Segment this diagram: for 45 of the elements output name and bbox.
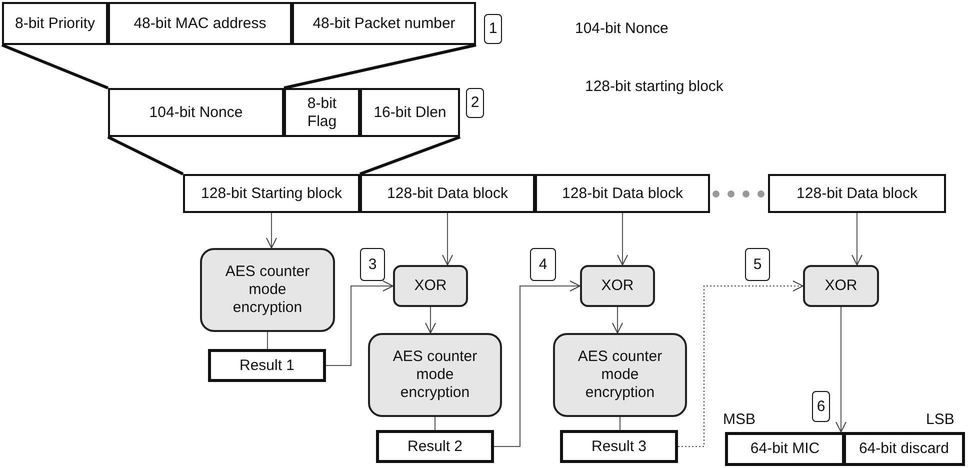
callout-number: 2 <box>466 88 484 118</box>
process-box: AES counter mode encryption <box>553 333 687 417</box>
callout-number: 6 <box>812 391 830 422</box>
arrow <box>617 212 628 266</box>
field-cell: 48-bit MAC address <box>108 2 292 45</box>
field-cell: 8-bit Priority <box>2 2 108 45</box>
arrow <box>836 306 846 432</box>
note-text: LSB <box>926 411 954 428</box>
funnel-line <box>1 44 109 90</box>
block-cell: 128-bit Data block <box>360 174 535 213</box>
operation-box: XOR <box>393 265 468 307</box>
note-text: 128-bit starting block <box>585 78 724 95</box>
funnel-line <box>107 136 184 176</box>
funnel-line <box>359 136 461 176</box>
result-box: Result 3 <box>560 430 678 463</box>
operation-box: XOR <box>580 265 655 307</box>
field-cell: 16-bit Dlen <box>360 88 460 137</box>
arrow <box>494 280 580 447</box>
arrow <box>612 306 623 334</box>
block-cell: 128-bit Data block <box>535 174 710 213</box>
arrow <box>425 306 436 334</box>
arrow <box>678 280 804 447</box>
callout-number: 4 <box>530 248 556 281</box>
process-box: AES counter mode encryption <box>368 333 502 417</box>
operation-box: XOR <box>803 265 879 307</box>
field-cell: 48-bit Packet number <box>292 2 476 45</box>
process-box: AES counter mode encryption <box>200 248 335 332</box>
field-cell: 104-bit Nonce <box>108 88 284 137</box>
field-cell: 64-bit discard <box>843 432 965 466</box>
field-cell: 8-bit Flag <box>284 88 360 137</box>
callout-number: 3 <box>360 248 385 281</box>
note-text: 104-bit Nonce <box>575 20 668 37</box>
note-text: MSB <box>723 411 756 428</box>
arrow <box>266 212 277 248</box>
callout-number: 5 <box>745 248 770 281</box>
block-cell: 128-bit Data block <box>768 174 946 213</box>
callout-number: 1 <box>484 14 502 44</box>
arrow <box>442 212 453 266</box>
funnel-line <box>284 44 476 90</box>
arrow <box>326 280 394 366</box>
field-cell: 64-bit MIC <box>725 432 845 466</box>
arrow <box>852 212 862 266</box>
result-box: Result 2 <box>376 430 494 463</box>
result-box: Result 1 <box>208 349 326 382</box>
block-cell: 128-bit Starting block <box>183 174 360 213</box>
